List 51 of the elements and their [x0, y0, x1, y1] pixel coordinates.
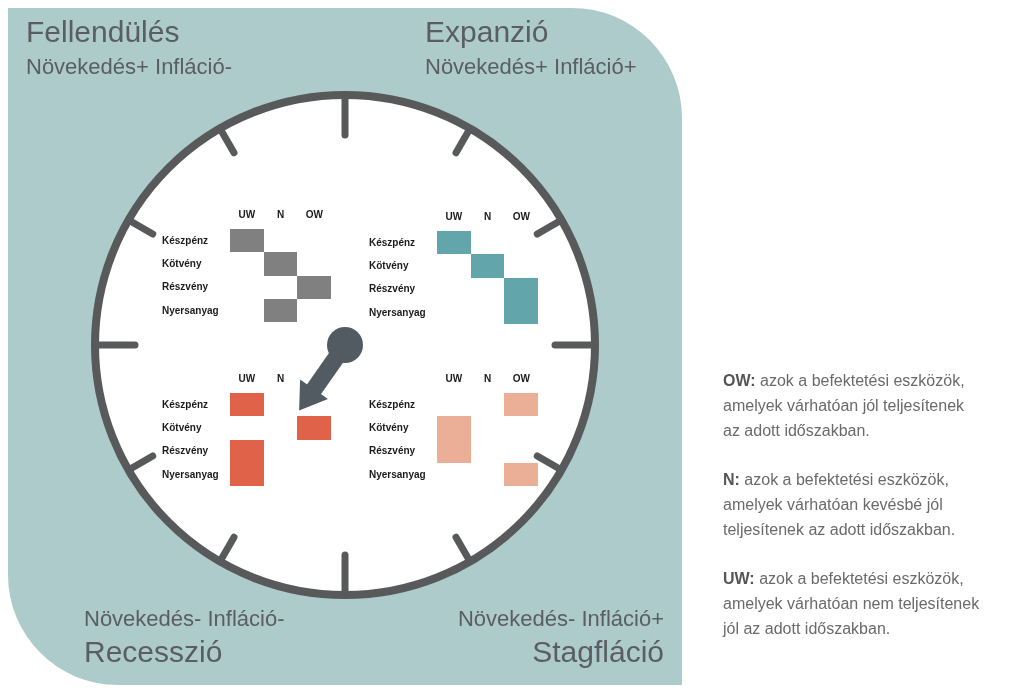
row-label: Részvény: [369, 283, 416, 296]
column-header: OW: [512, 211, 530, 223]
allocation-block: [297, 275, 332, 299]
allocation-block: [263, 252, 298, 276]
allocation-block: [504, 277, 539, 325]
phase-title: Recesszió: [84, 634, 223, 669]
column-header: UW: [445, 373, 463, 385]
allocation-block: [504, 393, 539, 417]
column-header: N: [276, 209, 285, 221]
row-label: Részvény: [162, 281, 209, 294]
column-header: N: [483, 211, 492, 223]
row-label: Készpénz: [369, 398, 416, 411]
allocation-block: [504, 462, 539, 487]
phase-subtitle: Növekedés- Infláció-: [84, 606, 285, 631]
row-label: Részvény: [162, 445, 209, 458]
phase-title: Stagfláció: [532, 634, 664, 669]
column-header: N: [276, 373, 285, 385]
allocation-block: [470, 254, 505, 278]
column-header: UW: [238, 373, 256, 385]
row-label: Kötvény: [162, 257, 202, 270]
row-label: Nyersanyag: [369, 306, 426, 319]
column-header: OW: [512, 373, 530, 385]
allocation-block: [230, 229, 264, 253]
phase-subtitle: Növekedés- Infláció+: [457, 606, 664, 631]
row-label: Kötvény: [369, 421, 409, 434]
clock-face: [91, 91, 599, 599]
column-header: OW: [305, 209, 323, 221]
allocation-block: [230, 439, 264, 487]
definition-text: UW: azok a befektetési eszközök, amelyek várhatóan nem teljesítenek jól az adott időszakban.: [723, 569, 981, 639]
phase-title: Expanzió: [425, 14, 549, 49]
row-label: Kötvény: [369, 259, 409, 272]
row-label: Részvény: [369, 445, 416, 458]
phase-title: Fellendülés: [26, 14, 180, 49]
row-label: Készpénz: [369, 236, 416, 249]
phase-subtitle: Növekedés+ Infláció-: [26, 54, 233, 79]
definition-text: N: azok a befektetési eszközök, amelyek várhatóan kevésbé jól teljesítenek az adott időszakban.: [723, 470, 957, 540]
row-label: Nyersanyag: [162, 304, 219, 317]
allocation-block: [437, 231, 471, 255]
row-label: Nyersanyag: [162, 468, 219, 481]
column-header: UW: [445, 211, 463, 223]
row-label: Nyersanyag: [369, 468, 426, 481]
definition-text: OW: azok a befektetési eszközök, amelyek várhatóan jól teljesítenek az adott időszakban.: [723, 371, 966, 441]
row-label: Készpénz: [162, 398, 209, 411]
phase-subtitle: Növekedés+ Infláció+: [425, 54, 637, 79]
row-label: Készpénz: [162, 234, 209, 247]
allocation-block: [230, 393, 264, 417]
row-label: Kötvény: [162, 421, 202, 434]
allocation-block: [297, 416, 332, 440]
column-header: UW: [238, 209, 256, 221]
allocation-block: [437, 416, 471, 463]
column-header: N: [483, 373, 492, 385]
